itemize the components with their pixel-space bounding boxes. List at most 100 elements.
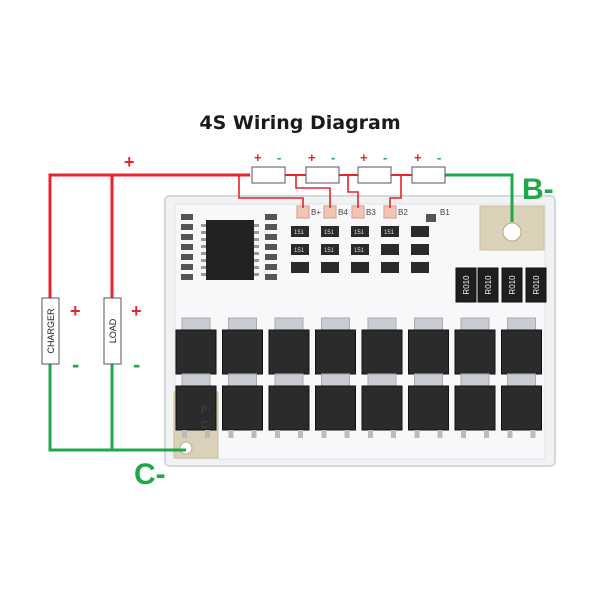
- mosfet: [315, 385, 356, 431]
- pad-label-B1: B1: [440, 208, 450, 217]
- mosfet-tab: [367, 373, 397, 387]
- mosfet-lead: [275, 430, 280, 438]
- smd-part: [411, 262, 429, 273]
- mosfet: [454, 329, 496, 375]
- c-minus-label: C-: [134, 458, 166, 491]
- mosfet: [268, 329, 310, 375]
- smd-part: [291, 226, 309, 237]
- mosfet: [222, 329, 263, 375]
- balance-pad-B1: [426, 214, 436, 222]
- mosfet: [175, 329, 217, 375]
- smd-component: [265, 264, 277, 270]
- ic-pin: [201, 266, 206, 269]
- ic-pin: [254, 266, 259, 269]
- left-components: [181, 214, 277, 280]
- balance-lead-bplus: [238, 175, 304, 208]
- cell-3-minus: -: [383, 150, 387, 165]
- mosfet-tab: [181, 373, 211, 387]
- smd-part: [291, 262, 309, 273]
- cell-2-minus: -: [331, 150, 335, 165]
- shunt-resistor-label: R010: [508, 275, 517, 295]
- diagram-title: 4S Wiring Diagram: [199, 112, 401, 134]
- smd-component: [181, 264, 193, 270]
- shunt-resistor-label: R010: [532, 275, 541, 295]
- smd-component: [181, 234, 193, 240]
- load-minus: -: [133, 352, 140, 377]
- mosfet-tab: [274, 373, 304, 387]
- mosfet: [361, 385, 403, 431]
- load-plus: +: [131, 301, 142, 321]
- mosfet-lead: [391, 430, 396, 438]
- mosfet-lead: [205, 430, 210, 438]
- mosfet: [268, 385, 310, 431]
- ic-pin: [201, 231, 206, 234]
- ic-pin: [254, 238, 259, 241]
- smd-part-label: 151: [294, 230, 305, 236]
- b-minus-label: B-: [522, 173, 554, 206]
- mosfet: [222, 385, 263, 431]
- mosfet-lead: [461, 430, 466, 438]
- mosfet-tab: [507, 373, 536, 387]
- smd-component: [181, 274, 193, 280]
- ic-chip: [206, 220, 254, 280]
- charger-label: CHARGER: [46, 308, 56, 354]
- balance-lead-b4: [295, 175, 331, 208]
- smd-part: [321, 244, 339, 255]
- ic-pin: [201, 273, 206, 276]
- smd-part: [351, 244, 369, 255]
- c-minus-board-label: C-: [201, 420, 212, 431]
- pad-label-B4: B4: [338, 208, 348, 217]
- mosfet-lead: [414, 430, 420, 438]
- shunt-resistor-1: [455, 267, 477, 303]
- cell-2: [305, 166, 340, 184]
- cell-4-plus: +: [414, 150, 422, 165]
- ic-pin: [201, 224, 206, 227]
- mosfet-lead: [182, 430, 187, 438]
- mosfet-tab: [274, 317, 304, 331]
- mosfet-tab: [414, 317, 443, 331]
- charger-minus: -: [72, 352, 79, 377]
- mosfet-tab: [460, 317, 490, 331]
- mosfet-tab: [507, 317, 536, 331]
- mosfet-tab: [460, 373, 490, 387]
- ic-pin: [254, 245, 259, 248]
- smd-component: [265, 274, 277, 280]
- mosfet-array: [175, 317, 542, 438]
- ic-pin: [254, 252, 259, 255]
- smd-component: [265, 234, 277, 240]
- ic-pin: [201, 259, 206, 262]
- balance-lead-b3: [347, 175, 359, 208]
- smd-part: [381, 226, 399, 237]
- shunt-resistor-label: R010: [462, 275, 471, 295]
- smd-component: [181, 224, 193, 230]
- smd-part-label: 151: [354, 230, 365, 236]
- smd-component: [265, 244, 277, 250]
- smd-component: [181, 254, 193, 260]
- mosfet-lead: [484, 430, 489, 438]
- charger-device: CHARGER + -: [41, 297, 81, 377]
- mosfet-lead: [437, 430, 443, 438]
- mosfet-tab: [321, 373, 350, 387]
- mosfet-lead: [507, 430, 513, 438]
- smd-part: [321, 226, 339, 237]
- p-minus-label: P-: [201, 405, 211, 416]
- mosfet: [501, 329, 542, 375]
- pad-label-B+: B+: [311, 208, 321, 217]
- mosfet-lead: [228, 430, 234, 438]
- battery-cells: +-+-+-+-: [251, 150, 446, 184]
- smd-component: [265, 214, 277, 220]
- smd-part-label: 151: [354, 248, 365, 254]
- ic-pin: [254, 259, 259, 262]
- ic-pin: [254, 273, 259, 276]
- smd-part-label: 151: [324, 230, 335, 236]
- mosfet-lead: [251, 430, 257, 438]
- smd-part: [381, 262, 399, 273]
- mosfet-tab: [367, 317, 397, 331]
- load-box: [103, 297, 122, 365]
- b-minus-wire: [444, 173, 514, 222]
- mosfet-tab: [321, 317, 350, 331]
- bus-plus-label: +: [124, 152, 135, 172]
